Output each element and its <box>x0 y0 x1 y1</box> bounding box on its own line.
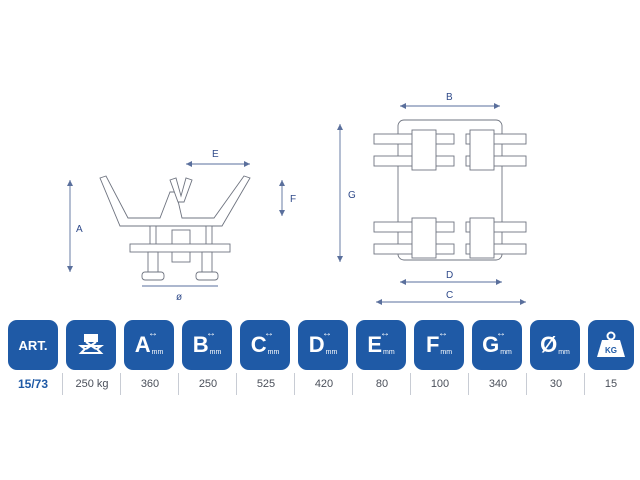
top-view: B G D C <box>337 92 527 305</box>
value-a: 360 <box>120 373 179 395</box>
header-art: ART. <box>8 320 58 370</box>
technical-drawing: E A F ø B G <box>67 92 527 305</box>
dim-label-e: E <box>212 149 219 160</box>
value-g: 340 <box>468 373 527 395</box>
dim-label-f: F <box>290 194 296 205</box>
spec-values-row: 15/73 250 kg 360 250 525 420 80 100 340 … <box>0 373 640 397</box>
value-e: 80 <box>352 373 411 395</box>
lift-truck-icon <box>78 334 104 354</box>
value-b: 250 <box>178 373 237 395</box>
value-diameter: 30 <box>526 373 585 395</box>
value-weight: 15 <box>584 373 637 395</box>
value-d: 420 <box>294 373 353 395</box>
dim-label-d: D <box>446 270 453 281</box>
dim-label-diameter: ø <box>176 292 182 303</box>
value-art: 15/73 <box>17 377 49 391</box>
front-view: E A F ø <box>67 149 296 303</box>
value-f: 100 <box>410 373 469 395</box>
dim-label-a: A <box>76 224 83 235</box>
header-capacity <box>66 320 116 370</box>
value-capacity: 250 kg <box>62 373 121 395</box>
svg-text:KG: KG <box>605 346 617 355</box>
weight-icon: KG <box>597 331 625 357</box>
dim-label-c: C <box>446 290 453 301</box>
dim-label-g: G <box>348 190 356 201</box>
header-weight: KG <box>588 320 634 370</box>
value-c: 525 <box>236 373 295 395</box>
dim-label-b: B <box>446 92 453 103</box>
